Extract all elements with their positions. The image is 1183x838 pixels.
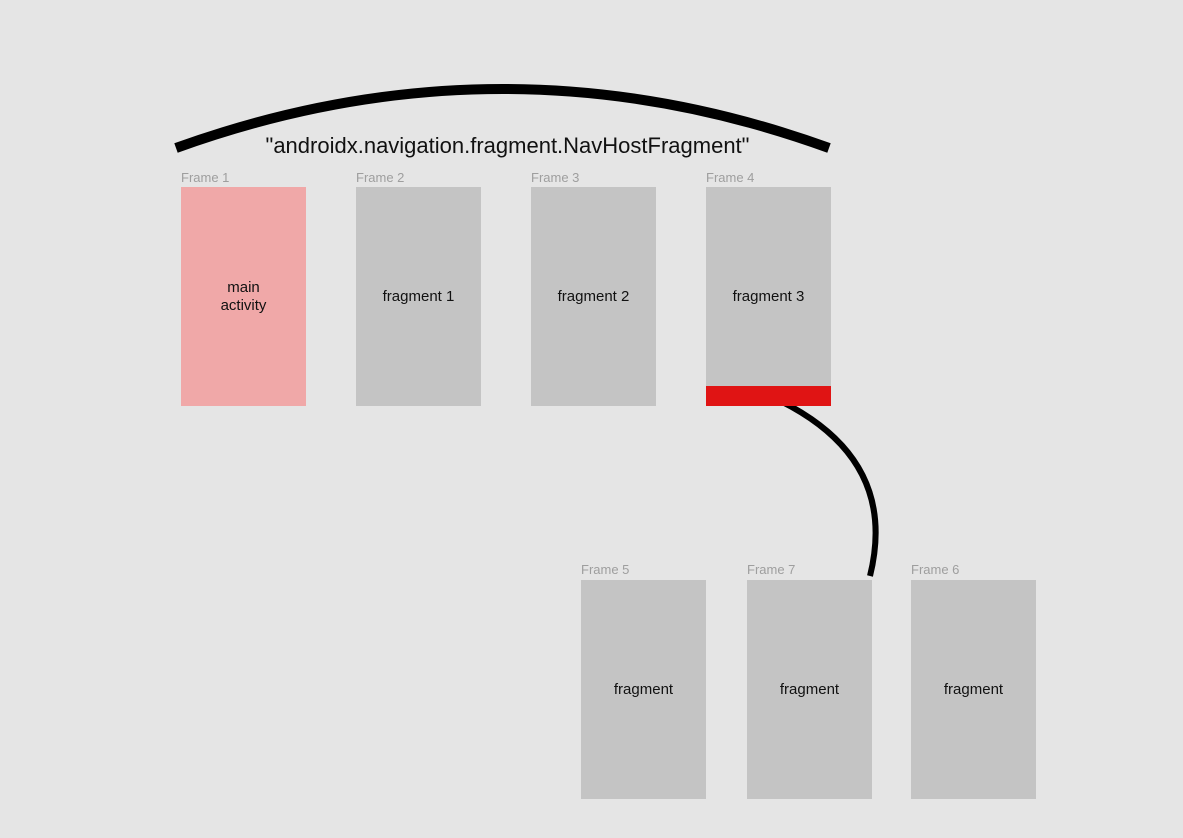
frame-7-fragment[interactable]: fragment xyxy=(747,580,872,799)
frame-1-title: Frame 1 xyxy=(181,170,230,185)
frame-6-title: Frame 6 xyxy=(911,562,960,577)
frame-6-fragment[interactable]: fragment xyxy=(911,580,1036,799)
frame-3-label: fragment 2 xyxy=(557,287,630,305)
frame-2-fragment-1[interactable]: fragment 1 xyxy=(356,187,481,406)
frame-1-main-activity[interactable]: main activity xyxy=(181,187,306,406)
frame-4-bottom-nav-bar xyxy=(706,386,831,406)
frame-3-title: Frame 3 xyxy=(531,170,580,185)
frame-4-fragment-3[interactable]: fragment 3 xyxy=(706,187,831,406)
frame-6-label: fragment xyxy=(943,680,1004,698)
frame-2-label: fragment 1 xyxy=(382,287,455,305)
frame-4-title: Frame 4 xyxy=(706,170,755,185)
frame-1-label: main activity xyxy=(220,278,267,314)
frame-3-fragment-2[interactable]: fragment 2 xyxy=(531,187,656,406)
nav-host-label: "androidx.navigation.fragment.NavHostFra… xyxy=(265,133,750,158)
frame-7-label: fragment xyxy=(779,680,840,698)
frame-4-label: fragment 3 xyxy=(732,287,805,305)
frame-5-label: fragment xyxy=(613,680,674,698)
frame-5-title: Frame 5 xyxy=(581,562,630,577)
frame-2-title: Frame 2 xyxy=(356,170,405,185)
frame-7-title: Frame 7 xyxy=(747,562,796,577)
frame4-to-frame7-connector xyxy=(768,393,879,577)
frame-5-fragment[interactable]: fragment xyxy=(581,580,706,799)
